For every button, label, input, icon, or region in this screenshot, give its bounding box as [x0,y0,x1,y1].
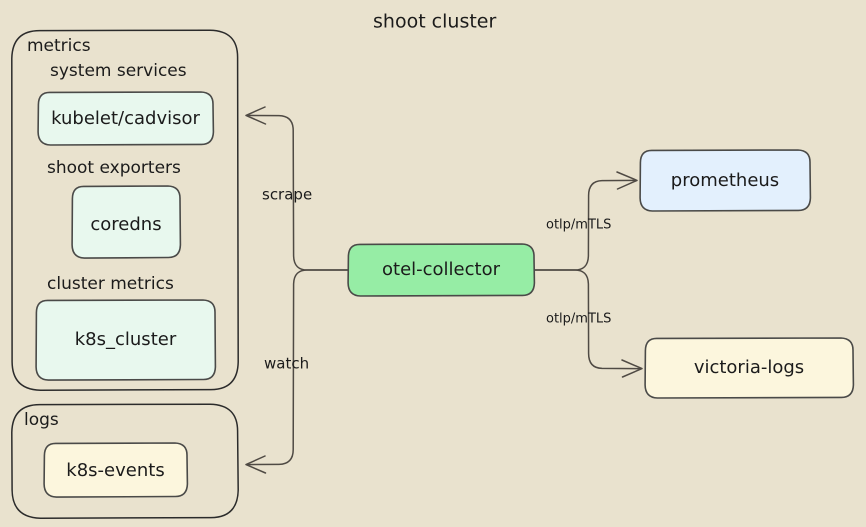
node-otel-collector-shape [347,243,536,297]
node-k8s-cluster-label: k8s_cluster [75,329,177,350]
section-label-system-services: system services [50,61,187,81]
edge-scrape-label: scrape [262,186,312,204]
node-victoria-logs-shape [644,337,855,399]
edge-watch: watch [245,269,349,474]
edge-watch-path [246,269,349,466]
edge-otlp-victoria-logs-label: otlp/mTLS [546,312,611,327]
node-k8s-events-label: k8s-events [66,460,164,481]
edge-otlp-prometheus-arrowhead [616,171,638,190]
group-metrics-label: metrics [27,36,91,56]
edge-scrape-arrowhead [245,106,267,125]
edge-scrape: scrape [245,106,349,271]
group-logs-outline [11,403,239,519]
edge-otlp-victoria-logs-arrowhead [621,359,643,378]
section-label-shoot-exporters: shoot exporters [47,158,181,178]
node-victoria-logs[interactable]: victoria-logs [644,337,855,399]
node-kubelet-cadvisor[interactable]: kubelet/cadvisor [37,91,215,146]
node-coredns[interactable]: coredns [71,185,182,259]
node-kubelet-cadvisor-shape [37,91,215,146]
edge-otlp-victoria-logs: otlp/mTLS [533,269,643,378]
edge-otlp-prometheus: otlp/mTLS [533,171,638,271]
node-k8s-cluster-shape [35,299,217,381]
node-prometheus-shape [639,149,812,212]
node-k8s-events-shape [43,442,189,498]
node-k8s-events[interactable]: k8s-events [43,442,189,498]
node-coredns-label: coredns [90,214,161,235]
edge-otlp-prometheus-label: otlp/mTLS [546,218,611,233]
node-victoria-logs-label: victoria-logs [694,357,804,378]
edge-otlp-victoria-logs-path [533,269,642,370]
section-label-cluster-metrics: cluster metrics [47,274,174,294]
node-kubelet-cadvisor-label: kubelet/cadvisor [51,108,200,129]
page-title: shoot cluster [373,11,496,33]
node-prometheus-label: prometheus [671,170,779,191]
node-prometheus[interactable]: prometheus [639,149,812,212]
node-otel-collector-label: otel-collector [382,259,501,280]
node-otel-collector[interactable]: otel-collector [347,243,536,297]
node-k8s-cluster[interactable]: k8s_cluster [35,299,217,381]
group-logs-label: logs [24,410,59,430]
edge-scrape-path [246,114,349,271]
group-metrics-outline [11,29,239,391]
group-logs: logs k8s-events [11,403,239,519]
edge-watch-arrowhead [245,455,267,474]
edge-otlp-prometheus-path [533,179,637,271]
node-coredns-shape [71,185,182,259]
edge-watch-label: watch [264,355,309,373]
group-metrics: metrics system services shoot exporters … [11,29,239,391]
